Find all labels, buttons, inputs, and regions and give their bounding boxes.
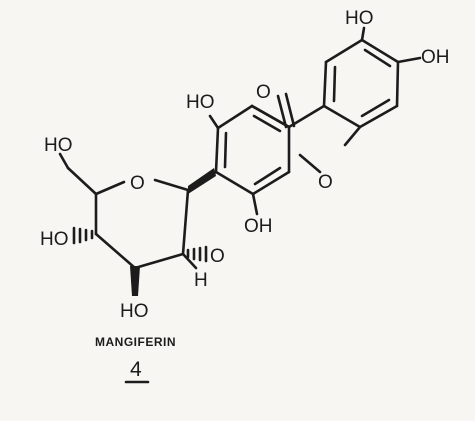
bond-ring-a-oh-upper — [360, 26, 366, 42]
bond-ring-c-oh-lower — [251, 192, 259, 216]
label-ring-a-oh-right: OH — [421, 47, 450, 68]
wedge-bottom-oh — [130, 266, 140, 296]
label-sugar-ring-o: O — [130, 173, 145, 194]
ring-c-bonds — [214, 104, 291, 196]
bond-ring-c-oh-upper — [208, 114, 220, 130]
label-sugar-oh-left: HO — [40, 229, 69, 250]
wedge-c-glycosidic — [188, 168, 216, 194]
label-ring-c-oh-upper: HO — [186, 92, 215, 113]
ring-a-bonds — [322, 38, 400, 129]
carbonyl-bond-2 — [284, 92, 296, 128]
bond-sugar-h — [181, 252, 198, 270]
label-xanthone-ring-o: O — [318, 172, 333, 193]
sugar-ring-bonds — [94, 178, 190, 270]
compound-number: 4 — [130, 358, 142, 381]
label-sugar-oh-right: O — [210, 246, 225, 267]
label-ring-a-oh-upper: HO — [345, 8, 374, 29]
label-ring-c-oh-lower: OH — [244, 216, 273, 237]
compound-name: MANGIFERIN — [95, 335, 176, 349]
label-sugar-oh-bottom: HO — [120, 301, 149, 322]
bond-ch2-oh — [58, 152, 70, 170]
bond-ch2 — [66, 166, 98, 196]
label-sugar-h: H — [194, 270, 208, 291]
hashed-bond-right — [186, 245, 208, 263]
bond-ring-a-oh-right — [396, 56, 422, 64]
hashed-bond-left — [72, 226, 94, 245]
label-sugar-ch2-oh: HO — [44, 135, 73, 156]
carbonyl-bond-1 — [276, 94, 288, 129]
label-carbonyl-o: O — [256, 82, 271, 103]
